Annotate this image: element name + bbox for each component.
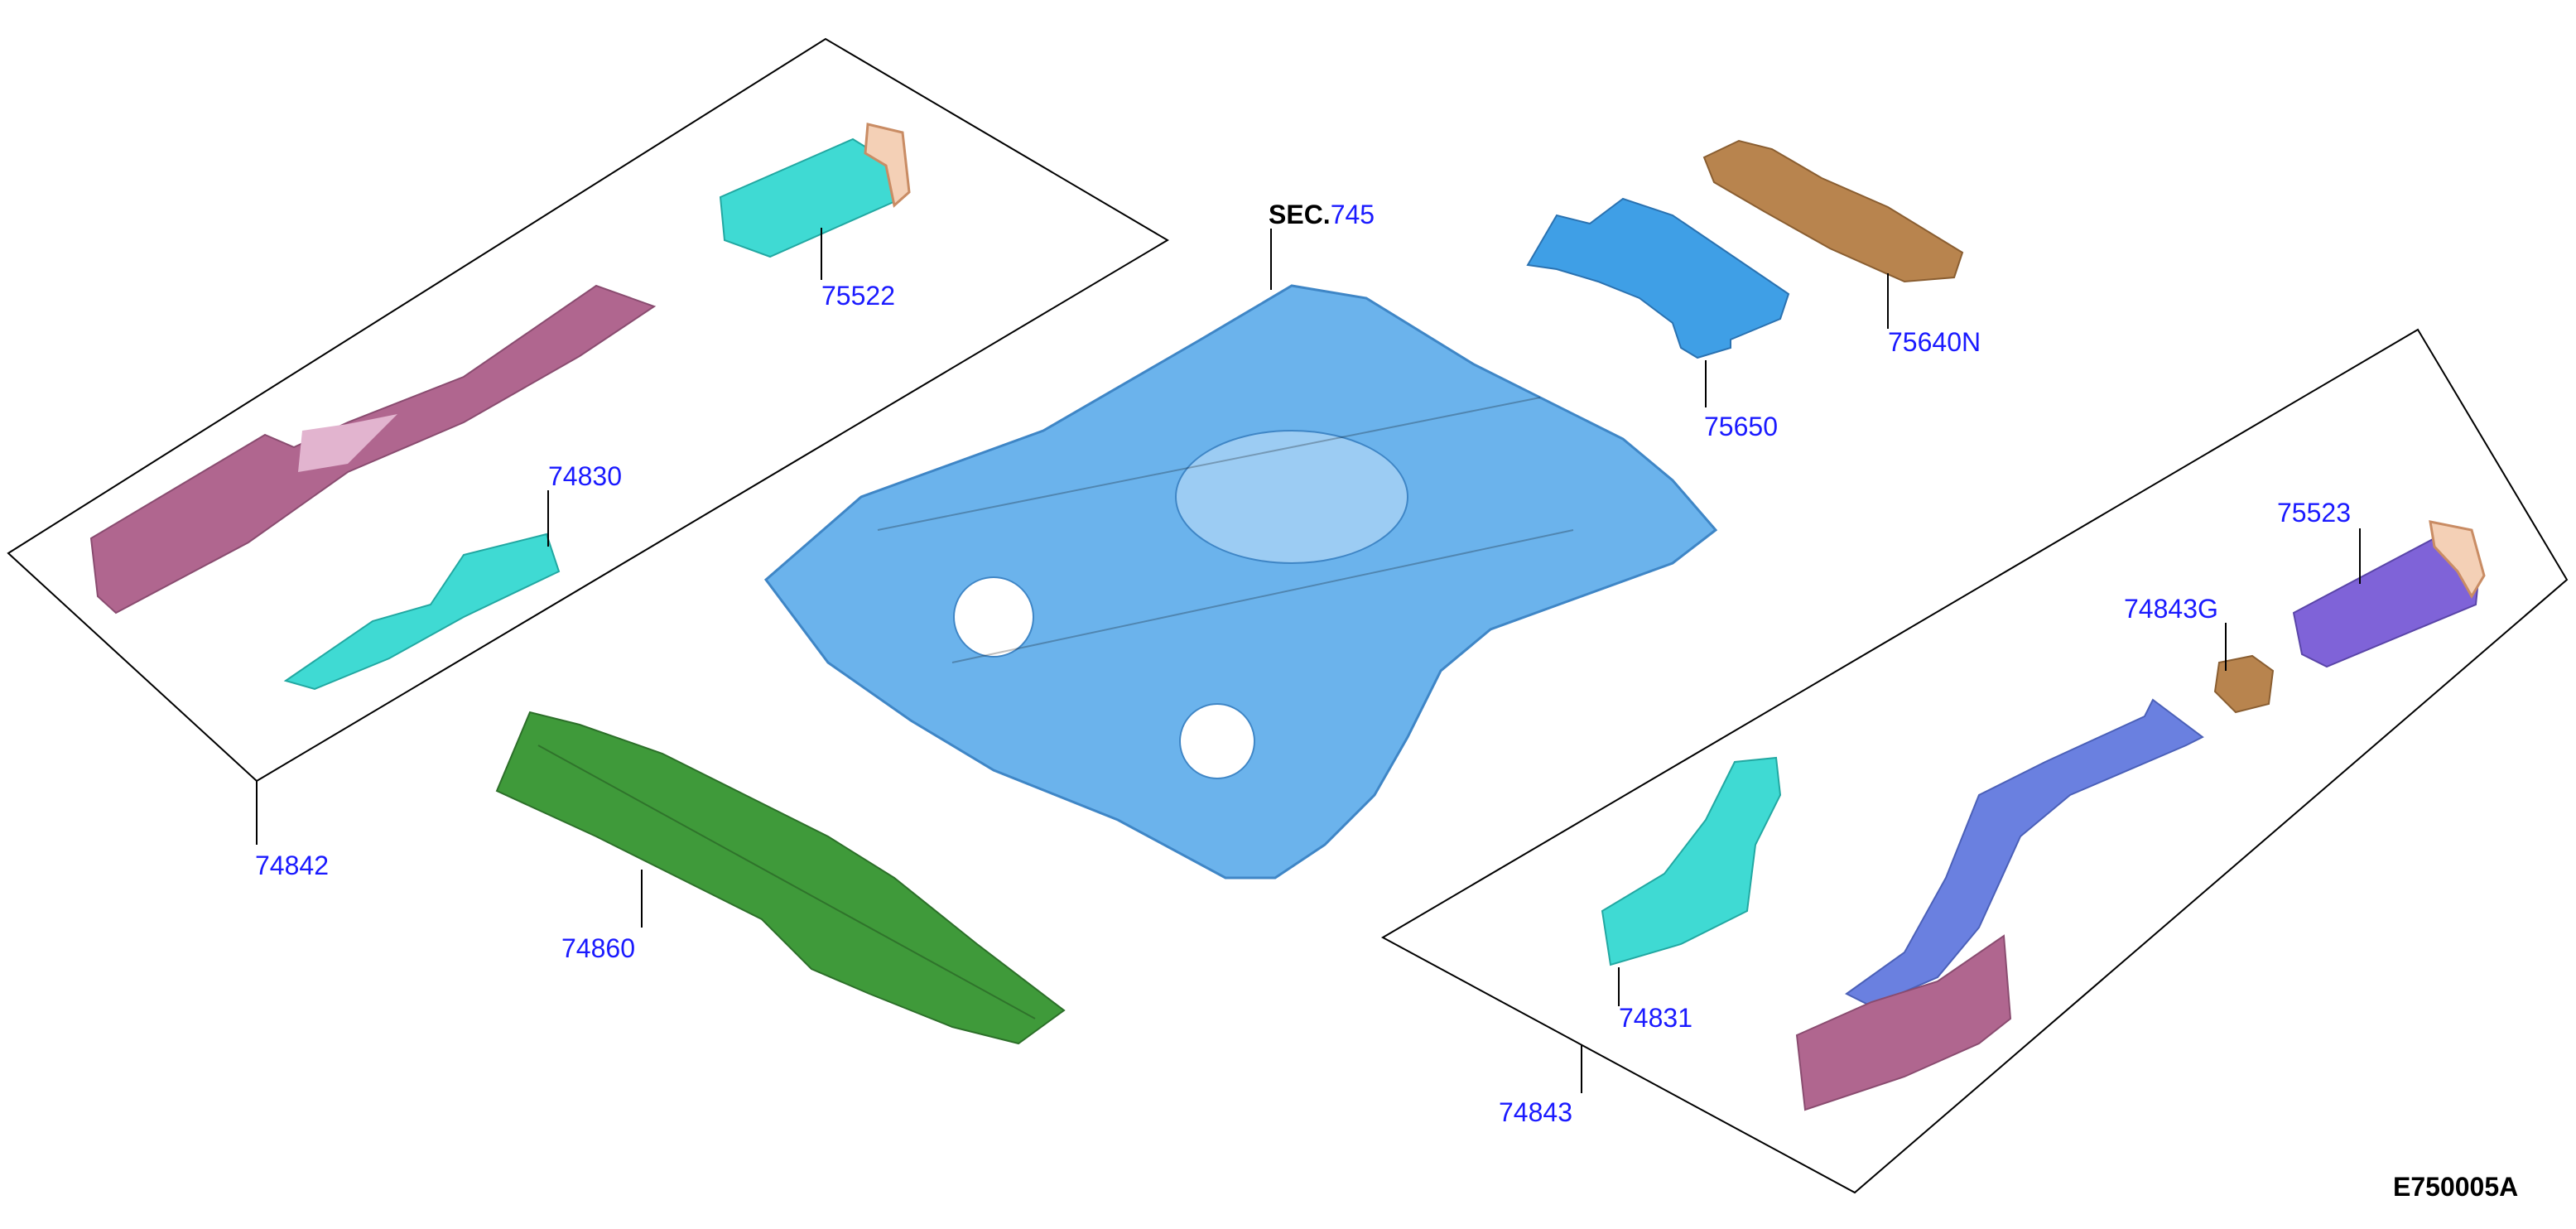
part-75650-body (1526, 197, 1790, 359)
callout-74830[interactable]: 74830 (548, 461, 622, 491)
section-ref[interactable]: SEC.745 (1269, 200, 1375, 229)
section-ref-prefix: SEC. (1269, 200, 1331, 229)
part-75522-flange (864, 123, 911, 208)
part-75523[interactable] (2292, 520, 2486, 668)
floor-panel-hole-right (1179, 703, 1255, 779)
part-74843-lower (1795, 934, 2012, 1111)
callout-74842[interactable]: 74842 (255, 851, 329, 880)
part-74860[interactable] (495, 711, 1066, 1045)
part-75640N[interactable] (1702, 139, 1964, 283)
part-74843[interactable] (1795, 698, 2204, 1111)
part-74830[interactable] (283, 533, 561, 691)
floor-panel-sec-745[interactable] (763, 284, 1718, 880)
callout-75640N[interactable]: 75640N (1888, 327, 1981, 357)
part-74830-body (283, 533, 561, 691)
callout-74843G[interactable]: 74843G (2124, 594, 2218, 624)
callout-74831[interactable]: 74831 (1619, 1003, 1692, 1033)
section-ref-number: 745 (1331, 200, 1375, 229)
group-frame-74842 (7, 37, 1169, 783)
part-74860-crease (537, 745, 1036, 1019)
floor-panel-rib-2 (951, 529, 1574, 663)
part-74842-body (89, 284, 657, 614)
part-74842[interactable] (89, 284, 657, 614)
part-74843G-body (2213, 654, 2275, 714)
part-74831-body (1601, 756, 1782, 966)
callout-74843[interactable]: 74843 (1499, 1097, 1572, 1127)
diagram-code: E750005A (2393, 1172, 2518, 1202)
part-75522[interactable] (719, 123, 911, 258)
callout-75523[interactable]: 75523 (2277, 498, 2351, 528)
group-frame-74843 (1380, 328, 2569, 1194)
part-75523-flange (2429, 520, 2486, 599)
floor-panel-body (763, 284, 1718, 880)
callout-75650[interactable]: 75650 (1704, 412, 1778, 441)
part-74842-highlight (298, 414, 397, 472)
part-74860-body (495, 711, 1066, 1045)
floor-panel-hole-left (953, 576, 1034, 658)
part-74831[interactable] (1601, 756, 1782, 966)
callout-75522[interactable]: 75522 (821, 281, 895, 311)
part-74843-upper (1845, 698, 2204, 1008)
part-75650[interactable] (1526, 197, 1790, 359)
callout-74860[interactable]: 74860 (561, 933, 635, 963)
floor-panel-rib-1 (877, 397, 1541, 531)
floor-panel-spare-well (1175, 430, 1408, 564)
part-75640N-body (1702, 139, 1964, 283)
part-74843G[interactable] (2213, 654, 2275, 714)
